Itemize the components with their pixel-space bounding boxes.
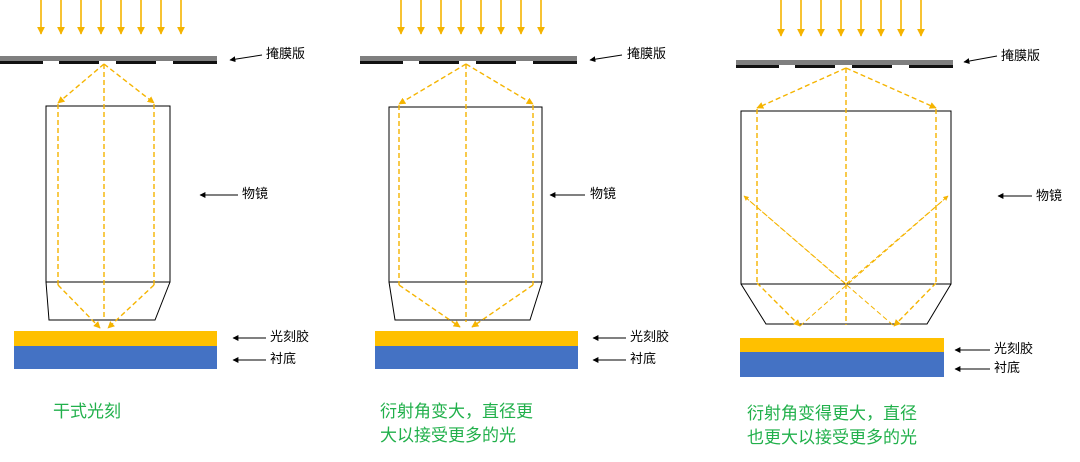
photoresist-layer: [14, 331, 217, 346]
mask-plate: [0, 56, 217, 64]
caption-line: 也更大以接受更多的光: [747, 428, 917, 448]
light-arrows: [397, 0, 545, 35]
panel-even-larger-diffraction: [736, 0, 1032, 377]
photoresist-label: 光刻胶: [630, 330, 670, 345]
caption-line: 干式光刻: [53, 402, 121, 422]
caption-line: 大以接受更多的光: [380, 426, 516, 446]
mask-plate: [360, 56, 577, 64]
light-arrows: [777, 0, 925, 37]
caption-line: 衍射角变得更大，直径: [747, 404, 917, 424]
objective-lens-label: 物镜: [1036, 189, 1063, 204]
substrate-label: 衬底: [994, 361, 1021, 376]
photoresist-label: 光刻胶: [994, 342, 1034, 357]
panel-dry-lithography: [0, 0, 266, 369]
light-arrows: [37, 0, 185, 35]
substrate-layer: [14, 346, 217, 369]
photoresist-label: 光刻胶: [270, 330, 310, 345]
caption-line: 衍射角变大，直径更: [380, 402, 533, 422]
mask-plate: [736, 60, 953, 68]
ray-paths: [57, 63, 155, 329]
photoresist-layer: [740, 338, 944, 352]
mask-label: 掩膜版: [1001, 49, 1041, 64]
ray-paths: [743, 67, 949, 327]
ray-paths: [398, 63, 534, 328]
panel-larger-diffraction: [360, 0, 626, 369]
pointer-arrows: [199, 54, 266, 363]
caption: 衍射角变大，直径更 大以接受更多的光: [380, 400, 533, 448]
pointer-arrows: [954, 55, 1032, 372]
photoresist-layer: [375, 331, 578, 346]
substrate-label: 衬底: [270, 352, 297, 367]
objective-lens: [45, 105, 171, 321]
mask-label: 掩膜版: [627, 47, 667, 62]
substrate-layer: [375, 346, 578, 369]
mask-label: 掩膜版: [266, 47, 306, 62]
pointer-arrows: [549, 54, 626, 363]
substrate-layer: [740, 352, 944, 377]
caption: 衍射角变得更大，直径 也更大以接受更多的光: [747, 402, 917, 450]
caption: 干式光刻: [53, 400, 121, 424]
objective-lens-label: 物镜: [590, 187, 617, 202]
objective-lens-label: 物镜: [242, 187, 269, 202]
substrate-label: 衬底: [630, 352, 657, 367]
